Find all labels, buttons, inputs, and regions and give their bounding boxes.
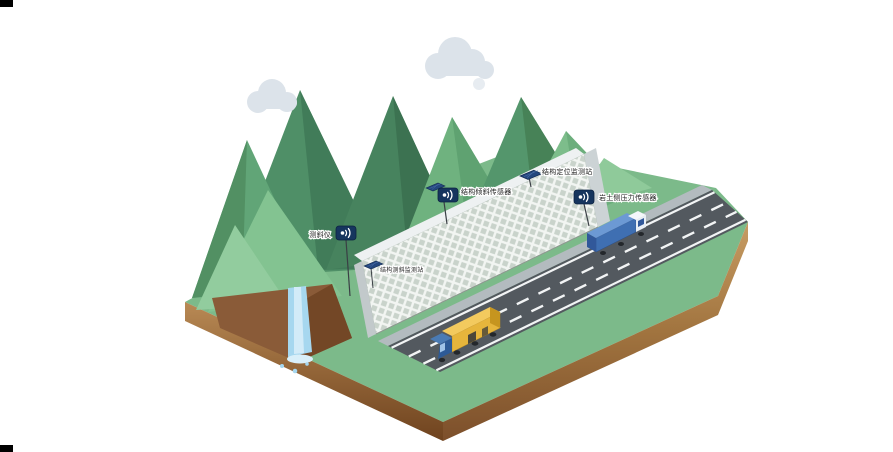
sensor-label-inclinometer: 测斜仪 [309,230,331,239]
truck-blue [587,211,646,255]
sensor-inclinometer: 测斜仪 [308,225,357,297]
crop-mark-bottom-left [0,445,13,452]
sensor-pole [345,239,351,297]
wall-end-right [584,148,610,227]
water-drop [292,368,298,374]
cloud [247,79,297,113]
truck-cab-top [430,333,452,344]
truck-windshield [440,342,445,353]
truck-wheel [638,232,644,236]
sensor-label-pressure: 岩土侧压力传感器 [599,193,657,202]
truck-yellow [430,307,501,363]
foothill [196,190,342,312]
road-edge-line-right [435,218,746,372]
sensor-signal-icon [437,187,459,203]
sensor-pressure: 岩土侧压力传感器 [573,189,658,227]
truck-cargo-top [587,213,636,238]
truck-wheel [453,350,461,355]
water-drop [280,364,284,368]
sensor-pole [583,203,590,227]
truck-side-mark [468,331,476,344]
sensor-pole [370,267,374,289]
cliff-and-waterfall [212,284,352,374]
truck-container-top [442,307,500,336]
waterfall-highlight [294,287,304,354]
truck-wheel [471,341,479,346]
water-drop [305,362,309,366]
cloud [425,37,494,90]
sensor-label-tilt: 结构倾斜传感器 [461,187,511,196]
road-edge-line-left [391,191,715,349]
truck-side-mark [482,326,488,337]
sensor-positioning-station: 结构定位监测站 [519,166,593,188]
truck-wheel [618,242,624,246]
truck-wheel [600,251,606,255]
sensor-survey-station: 结构测斜监测站 [363,260,424,289]
wall-end-left [354,261,376,338]
truck-wheel [438,357,446,363]
crop-mark-top-left [0,0,13,7]
sensor-pole [443,201,448,225]
sensor-tilt: 结构倾斜传感器 [425,182,512,225]
truck-cargo-rear [587,233,596,252]
truck-container-rear [490,307,500,328]
truck-cab-top [628,211,646,220]
cliff-rock-shade [298,284,352,362]
wall-base-line [375,226,599,335]
sensor-signal-icon [573,189,595,205]
waterfall-splash [287,354,313,364]
earth-face-southeast [443,222,748,441]
sensor-label-survey-station: 结构测斜监测站 [380,266,423,274]
truck-wheel [489,332,497,337]
sensor-label-positioning: 结构定位监测站 [542,167,592,176]
sensor-signal-icon [335,225,357,241]
truck-cab-window [638,218,644,227]
